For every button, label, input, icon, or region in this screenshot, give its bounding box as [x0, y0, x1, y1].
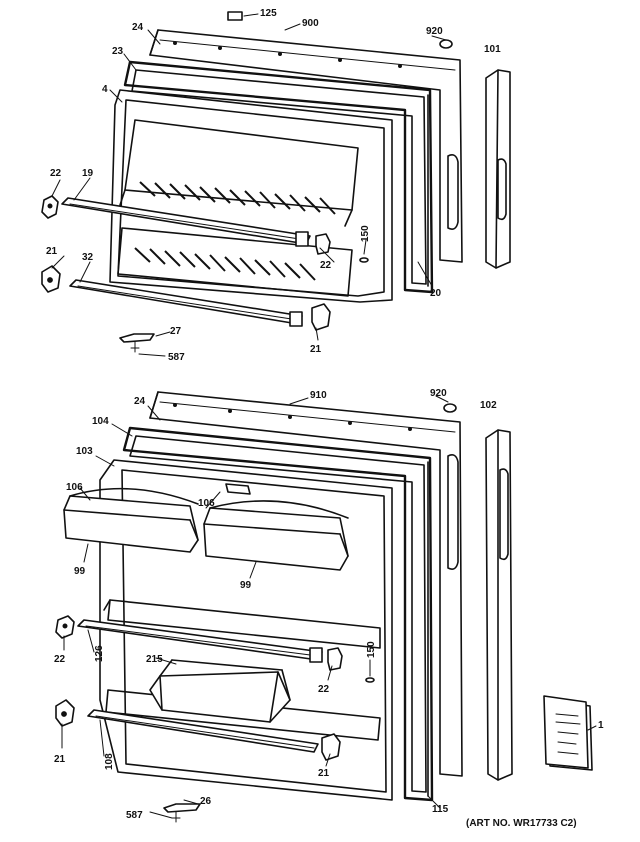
fresh-food-door-gasket: [122, 426, 434, 802]
callout-21-bottom-right: 21: [318, 768, 330, 779]
callout-4: 4: [102, 84, 108, 95]
callout-920-top: 920: [426, 26, 443, 37]
freezer-callout-labels: 125 900 920 101 24 23 4 22 19 150 22 20 …: [46, 8, 501, 363]
use-and-care-booklet: [543, 695, 593, 771]
label-125: [227, 11, 243, 21]
shelf-clip-21-right: [311, 303, 331, 331]
callout-21-top-left: 21: [46, 246, 58, 257]
fresh-food-shelf-bar-lower: [87, 709, 319, 753]
callout-22-top-left: 22: [50, 168, 62, 179]
callout-21-top-right: 21: [310, 344, 322, 355]
screw-150-bottom: [365, 677, 375, 683]
hinge-cover-27: [119, 333, 166, 357]
callout-22-bottom-right: 22: [318, 684, 330, 695]
shelf-clip-22-left: [41, 195, 59, 219]
freezer-door-assembly: 125 900 920 101 24 23 4 22 19 150 22 20 …: [41, 8, 511, 363]
callout-22-bottom-left: 22: [54, 654, 66, 665]
freezer-shelf-bar-lower: [69, 279, 303, 327]
callout-106-center: 106: [198, 498, 215, 509]
callout-102: 102: [480, 400, 497, 411]
callout-26: 26: [200, 796, 212, 807]
callout-101: 101: [484, 44, 501, 55]
door-bin-left: [63, 487, 199, 553]
plug-920-bottom: [443, 403, 457, 413]
callout-587-bottom: 587: [126, 810, 143, 821]
callout-103: 103: [76, 446, 93, 457]
callout-19: 19: [82, 168, 94, 179]
callout-150-bottom: 150: [366, 641, 377, 658]
door-bin-right: [203, 500, 349, 571]
fresh-food-leader-lines: [61, 395, 597, 819]
callout-106-left: 106: [66, 482, 83, 493]
freezer-leader-lines: [51, 13, 447, 341]
shelf-clip-22-right: [315, 233, 331, 255]
callout-24-bottom: 24: [134, 396, 146, 407]
callout-32: 32: [82, 252, 94, 263]
callout-150-top: 150: [360, 225, 371, 242]
freezer-outer-door-panel: [149, 29, 463, 263]
callout-126: 126: [94, 645, 105, 662]
shelf-clip-22-bottom-left: [55, 615, 75, 639]
callout-215: 215: [146, 654, 163, 665]
fresh-food-outer-door-panel: [149, 391, 463, 777]
art-number: (ART NO. WR17733 C2): [466, 818, 577, 829]
freezer-door-handle: [485, 69, 511, 269]
callout-587-top: 587: [168, 352, 185, 363]
callout-900: 900: [302, 18, 319, 29]
fresh-food-shelf-bar-upper: [77, 619, 323, 663]
dairy-bin-215: [149, 659, 291, 723]
callout-99-right: 99: [240, 580, 252, 591]
callout-20: 20: [430, 288, 442, 299]
callout-910: 910: [310, 390, 327, 401]
shelf-clip-21-left: [41, 265, 61, 293]
callout-27: 27: [170, 326, 182, 337]
upper-shelf-ribs: [139, 181, 336, 215]
callout-1: 1: [598, 720, 604, 731]
callout-22-top-right: 22: [320, 260, 332, 271]
callout-21-bottom-left: 21: [54, 754, 66, 765]
callout-125: 125: [260, 8, 277, 19]
hinge-cover-26: [163, 803, 201, 823]
fresh-food-door-handle: [485, 429, 513, 781]
callout-99-left: 99: [74, 566, 86, 577]
callout-115: 115: [432, 804, 449, 815]
callout-24-top: 24: [132, 22, 144, 33]
shelf-clip-21-bottom-left: [55, 699, 75, 727]
lower-shelf-ribs: [134, 247, 316, 281]
callout-104: 104: [92, 416, 109, 427]
freezer-shelf-bar-upper: [61, 197, 311, 247]
screw-150-top: [359, 257, 369, 263]
callout-23: 23: [112, 46, 124, 57]
bin-divider: [225, 483, 251, 495]
callout-920-bottom: 920: [430, 388, 447, 399]
callout-108: 108: [104, 753, 115, 770]
shelf-clip-22-bottom-right: [327, 647, 343, 671]
freezer-door-liner: [109, 89, 393, 303]
plug-920-top: [439, 39, 453, 49]
shelf-clip-21-bottom-right: [321, 733, 341, 761]
fresh-food-callout-labels: 910 920 102 24 104 103 106 106 99 99 22 …: [54, 388, 604, 821]
fresh-food-door-assembly: 910 920 102 24 104 103 106 106 99 99 22 …: [54, 388, 604, 823]
